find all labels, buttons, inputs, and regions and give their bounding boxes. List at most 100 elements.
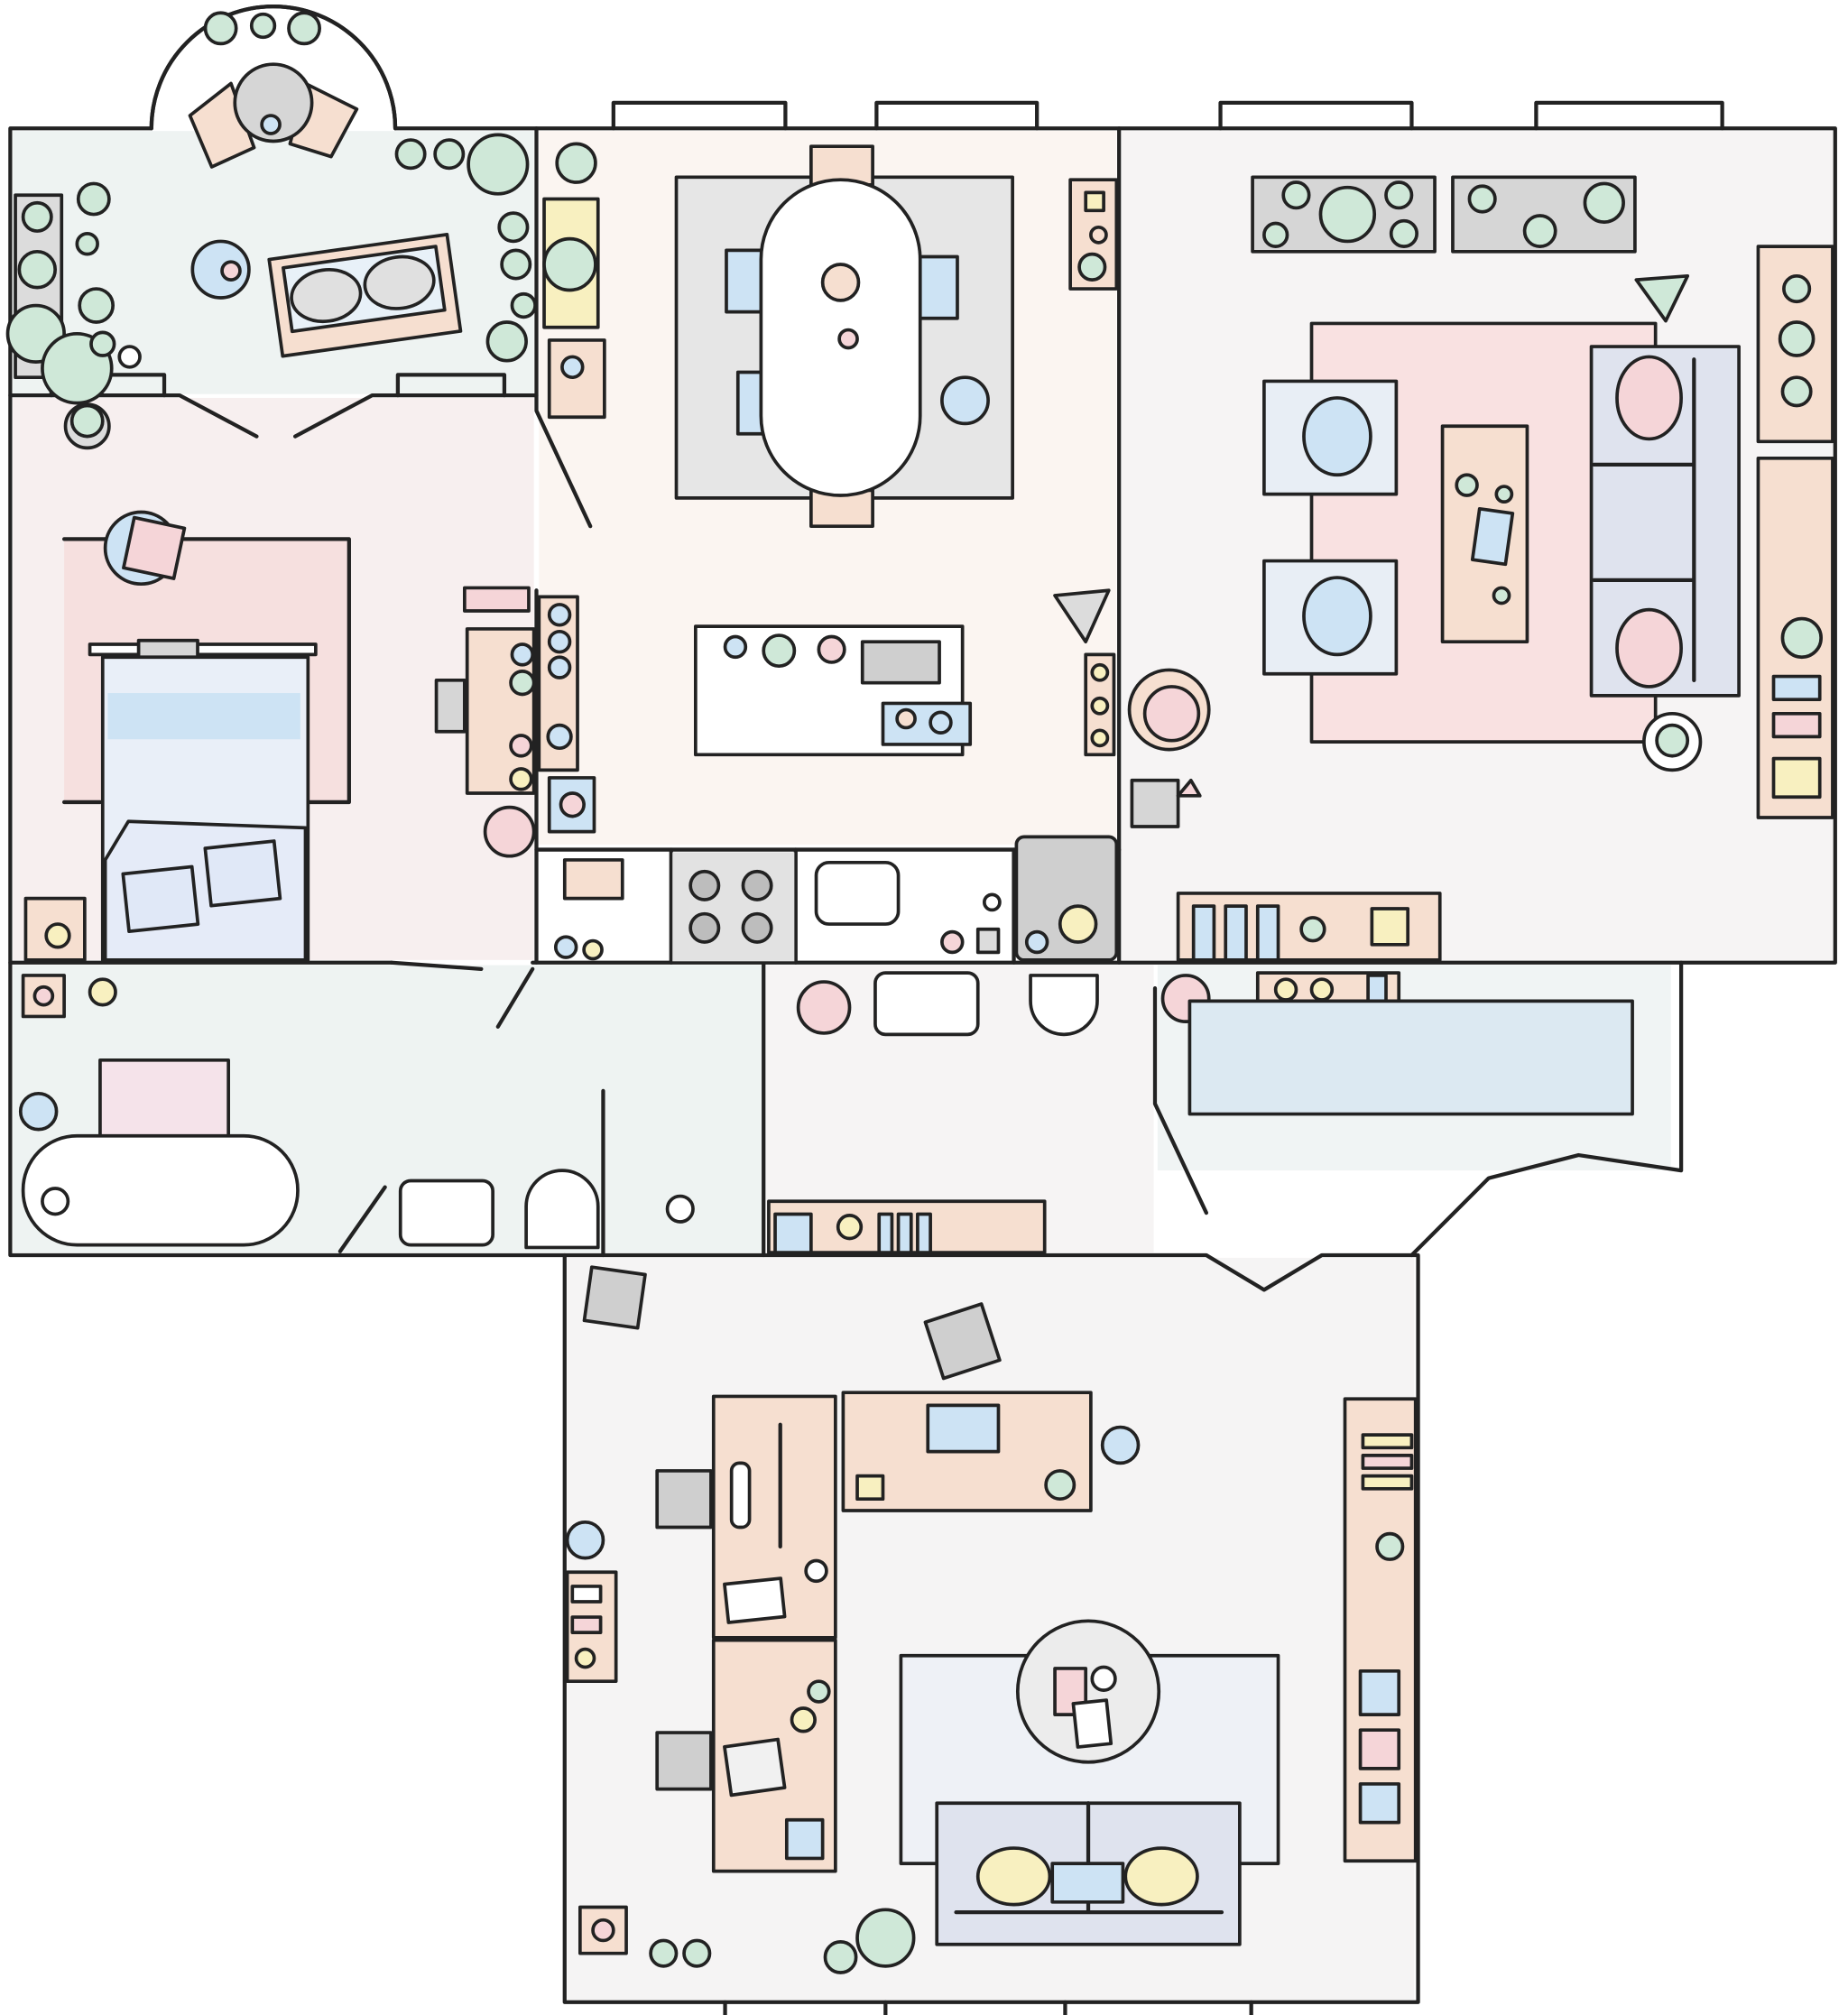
console-item <box>1084 190 1105 213</box>
coat-stand <box>665 1194 695 1224</box>
box <box>1358 1668 1401 1716</box>
cabinet-item <box>560 355 585 380</box>
decor <box>1299 916 1326 943</box>
plant <box>433 138 466 171</box>
chair <box>725 248 767 314</box>
plant <box>117 345 142 369</box>
burner <box>741 911 773 944</box>
plant <box>78 287 116 324</box>
plant <box>1780 375 1813 408</box>
decor <box>574 1647 596 1669</box>
sofa-pillow <box>1615 607 1683 689</box>
sink <box>814 860 901 926</box>
cabinet-item <box>591 1918 615 1943</box>
sunroom <box>5 11 537 450</box>
plant <box>1281 180 1311 210</box>
book <box>570 1615 603 1634</box>
cup <box>220 260 242 282</box>
book <box>896 1212 913 1254</box>
plant <box>823 1940 858 1974</box>
book <box>1470 506 1515 567</box>
bathroom-door-swing <box>389 960 535 1029</box>
bedroom <box>23 510 536 962</box>
console-item <box>1089 225 1108 245</box>
decor <box>1494 485 1514 504</box>
office-chair <box>582 1265 647 1330</box>
book <box>877 1212 894 1254</box>
jar <box>982 892 1002 912</box>
frame <box>1370 907 1410 947</box>
decor <box>1375 1531 1405 1561</box>
decor <box>1492 586 1511 605</box>
fridge-item <box>1024 929 1049 955</box>
box <box>1358 1782 1401 1825</box>
note <box>784 1817 825 1861</box>
sink <box>873 971 980 1037</box>
bottle <box>546 723 573 751</box>
sofa-pillow <box>1050 1862 1125 1904</box>
plant <box>649 1938 679 1968</box>
kitchen <box>553 835 1119 965</box>
monitor <box>926 1403 1001 1454</box>
counter-divider <box>669 847 1016 965</box>
living-room <box>1127 175 1834 962</box>
dining-room <box>537 142 1119 834</box>
plant <box>542 236 597 292</box>
bottle <box>547 629 572 654</box>
plant <box>69 403 105 439</box>
plant <box>1780 616 1823 660</box>
plant <box>940 375 990 426</box>
book <box>570 1585 603 1604</box>
toilet <box>524 1169 600 1250</box>
plant <box>1522 214 1557 248</box>
armchair-cushion <box>1302 576 1372 657</box>
cushion <box>363 254 436 310</box>
table-lamp <box>1176 778 1202 798</box>
walls <box>8 5 1837 2015</box>
sofa-pillow <box>1615 355 1683 441</box>
plant <box>565 1520 605 1560</box>
plant <box>497 211 530 244</box>
book <box>1224 904 1248 962</box>
desk <box>465 627 536 795</box>
plant <box>510 291 537 319</box>
office-chair <box>655 1469 713 1530</box>
plant <box>1389 218 1418 248</box>
plant <box>76 181 111 217</box>
plant <box>249 12 277 40</box>
plant <box>394 138 427 171</box>
desk-item <box>510 642 535 667</box>
note <box>855 1474 885 1502</box>
book <box>1361 1454 1414 1470</box>
plant <box>467 133 530 196</box>
bathtub <box>21 1133 300 1247</box>
pillow <box>121 864 200 934</box>
laundry-room <box>1160 971 1634 1116</box>
laundry-counter <box>1187 999 1634 1116</box>
vase <box>820 263 861 302</box>
desk-shelf <box>462 586 531 613</box>
round-chair-seat <box>1142 685 1201 743</box>
paper <box>723 1576 787 1624</box>
pillow <box>203 839 282 908</box>
cushion <box>290 268 363 324</box>
jar <box>88 977 117 1007</box>
plant <box>1583 181 1625 224</box>
jar <box>1309 977 1335 1002</box>
island-sink <box>860 640 941 685</box>
jar <box>18 1091 59 1132</box>
plant <box>21 200 53 233</box>
plant <box>1384 180 1414 210</box>
bath-door <box>337 1185 387 1253</box>
office-top-wall <box>562 1252 1414 1292</box>
burner <box>688 911 721 944</box>
shelf-item <box>1090 662 1110 682</box>
jar <box>1273 977 1298 1002</box>
island-item <box>723 634 748 660</box>
sofa-pillow <box>975 1846 1052 1907</box>
bathroom <box>18 974 695 1250</box>
bin-lid <box>559 791 586 818</box>
chair <box>917 254 959 320</box>
mug <box>1044 1469 1076 1502</box>
island-item <box>817 634 846 664</box>
